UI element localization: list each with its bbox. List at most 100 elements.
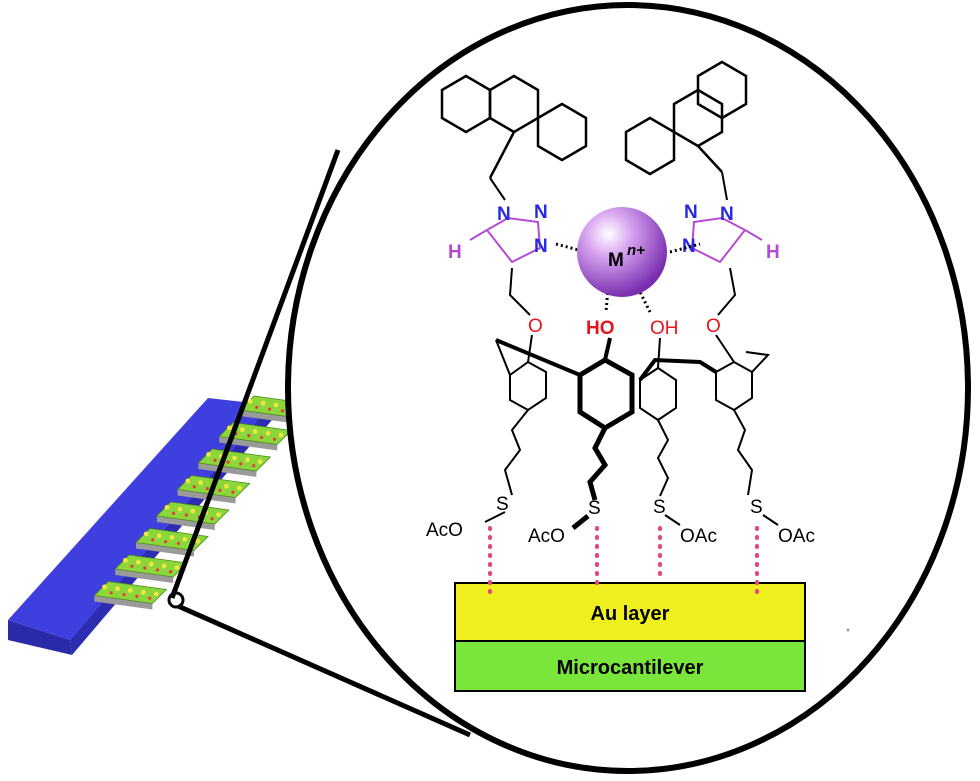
metal-ion-symbol: M	[608, 250, 624, 271]
s-oac-bond-4	[762, 514, 779, 526]
cantilever-dot	[247, 399, 253, 404]
cantilever-dot	[239, 462, 243, 466]
hydroxyl-right: OH	[650, 318, 679, 339]
cantilever-dot	[272, 437, 277, 441]
s-oac-bond-3	[664, 514, 681, 526]
acetoxy-label-2: AcO	[528, 526, 565, 547]
methylene-bridge-1	[495, 338, 581, 377]
linker-right	[717, 267, 737, 316]
cantilever-dot	[226, 460, 230, 464]
cantilever-dot	[252, 464, 256, 468]
s-oac-bond-1	[484, 511, 506, 523]
cantilever-dot	[153, 591, 159, 597]
triazole-h-left: H	[448, 242, 462, 263]
anthracene-left-ring-c	[536, 102, 588, 162]
cantilever-finger-side	[198, 463, 257, 477]
triazole-ch-left	[469, 229, 488, 241]
ether-bond-left	[527, 334, 533, 363]
cantilever-dot	[280, 409, 284, 413]
cantilever-dot	[231, 490, 235, 494]
triazole-ch-right	[744, 229, 763, 241]
cantilever-dot	[156, 533, 162, 539]
triazole-ring-right	[690, 216, 747, 264]
cantilever-dot	[252, 429, 258, 434]
cantilever-array	[8, 395, 313, 655]
cantilever-dot	[210, 517, 214, 521]
sulfur-atom-1: S	[496, 494, 509, 515]
anthracene-right-ring-c	[696, 60, 748, 120]
acetoxy-label-1: AcO	[426, 520, 463, 541]
cantilever-dot	[123, 558, 128, 563]
acetoxy-label-3: OAc	[680, 526, 717, 547]
chain-1	[503, 409, 529, 496]
cantilever-finger-side	[219, 436, 278, 451]
cantilever-dot	[278, 432, 284, 438]
anthracene-right-bond	[697, 145, 723, 173]
speck	[846, 628, 850, 632]
cantilever-finger-side	[94, 595, 153, 610]
cantilever-dot	[169, 535, 175, 540]
triazole-n2-right: N	[684, 202, 698, 223]
triazole-right	[690, 216, 763, 264]
triazole-h-right: H	[766, 242, 780, 263]
methylene-bridge-4	[495, 339, 511, 376]
triazole-n3-right: N	[682, 236, 696, 257]
cantilever-dot	[127, 588, 133, 593]
cantilever-dot	[224, 483, 229, 489]
cantilever-dot	[177, 506, 183, 512]
cantilever-dot	[102, 584, 107, 590]
triazole-n3-left: N	[534, 236, 548, 257]
chain-4	[733, 409, 754, 496]
cantilever-dot	[218, 488, 222, 492]
cantilever-dot	[255, 405, 259, 409]
au-layer-box	[454, 582, 806, 642]
cantilever-finger-side	[136, 542, 194, 557]
metal-ion-sphere	[577, 207, 667, 297]
triazole-left	[469, 216, 542, 264]
cantilever-dot	[265, 430, 271, 436]
cantilever-dot	[247, 434, 251, 438]
cantilever-finger	[93, 581, 168, 610]
cantilever-dot	[171, 511, 176, 515]
cantilever-dot	[115, 586, 120, 592]
cantilever-dot	[122, 593, 126, 597]
ether-oxygen-right: O	[706, 316, 721, 337]
cantilever-dot	[206, 452, 212, 457]
cantilever-dot	[148, 561, 154, 567]
cantilever-dot	[140, 589, 146, 595]
zoom-line-bottom	[176, 603, 472, 738]
cantilever-dot	[185, 478, 191, 484]
cantilever-dot	[148, 596, 152, 600]
triazole-n1-left: N	[497, 204, 511, 225]
methylene-bridge-2	[638, 357, 718, 382]
cantilever-dot	[164, 505, 170, 510]
sulfur-atom-4: S	[750, 497, 763, 518]
cantilever-dot	[216, 512, 222, 517]
cantilever-dot	[232, 455, 237, 461]
metal-ion-charge: n+	[627, 242, 645, 259]
hydroxyl-bond-left	[603, 337, 612, 361]
cantilever-dot	[205, 487, 209, 491]
ether-bond-right	[715, 334, 735, 363]
chain-2	[587, 426, 609, 501]
coord-bond-oh-left	[604, 287, 610, 313]
cantilever-dot	[135, 559, 141, 565]
anthracene-right	[624, 60, 748, 176]
cantilever-dot	[143, 566, 147, 570]
cantilever-dot	[143, 531, 149, 537]
cantilever-dot	[257, 459, 263, 464]
cantilever-dot	[109, 591, 113, 595]
cantilever-dot	[237, 485, 242, 491]
cantilever-dot	[198, 480, 204, 486]
cantilever-dot	[192, 485, 196, 489]
cantilever-dot	[195, 538, 201, 544]
sulfur-atom-2: S	[588, 498, 601, 519]
ch2-left	[489, 177, 506, 201]
cantilever-dot	[213, 458, 217, 462]
cantilever-dot	[151, 538, 155, 542]
au-layer-label: Au layer	[591, 603, 670, 625]
acetoxy-label-4: OAc	[778, 526, 815, 547]
linker-left	[508, 267, 531, 316]
cantilever-dot	[164, 540, 168, 544]
sulfur-atom-3: S	[653, 497, 666, 518]
